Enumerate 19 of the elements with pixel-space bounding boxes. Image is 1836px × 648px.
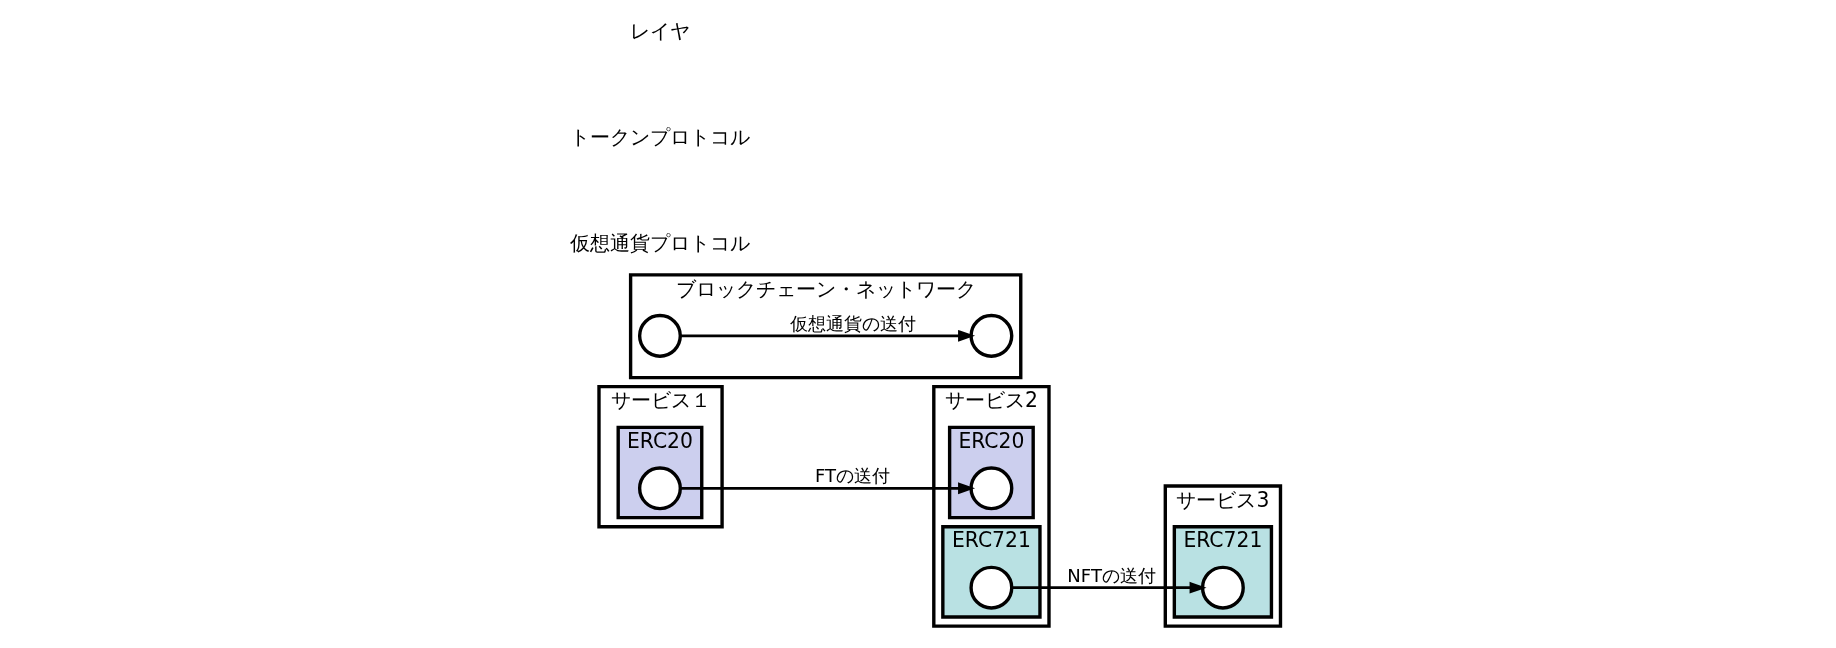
cluster: ERC20 [947,425,1035,520]
label: レイヤ [629,19,690,44]
edge-label: 仮想通貨の送付 [789,312,916,334]
label: 仮想通貨プロトコル [569,231,750,256]
node-circle [637,313,682,358]
node-circle [969,313,1014,358]
arrow [680,329,976,342]
cluster: ERC721 [941,525,1042,619]
label: トークンプロトコル [569,125,750,150]
cluster: ERC20 [616,425,704,520]
node-circle [1200,565,1245,610]
node-circle [969,466,1014,511]
node-circle [969,565,1014,610]
node-circle [637,466,682,511]
cluster: ERC721 [1172,525,1274,619]
arrow [1012,581,1207,594]
edge-label: FTの送付 [814,465,891,487]
edge-label: NFTの送付 [1067,564,1156,586]
arrow [680,482,976,495]
